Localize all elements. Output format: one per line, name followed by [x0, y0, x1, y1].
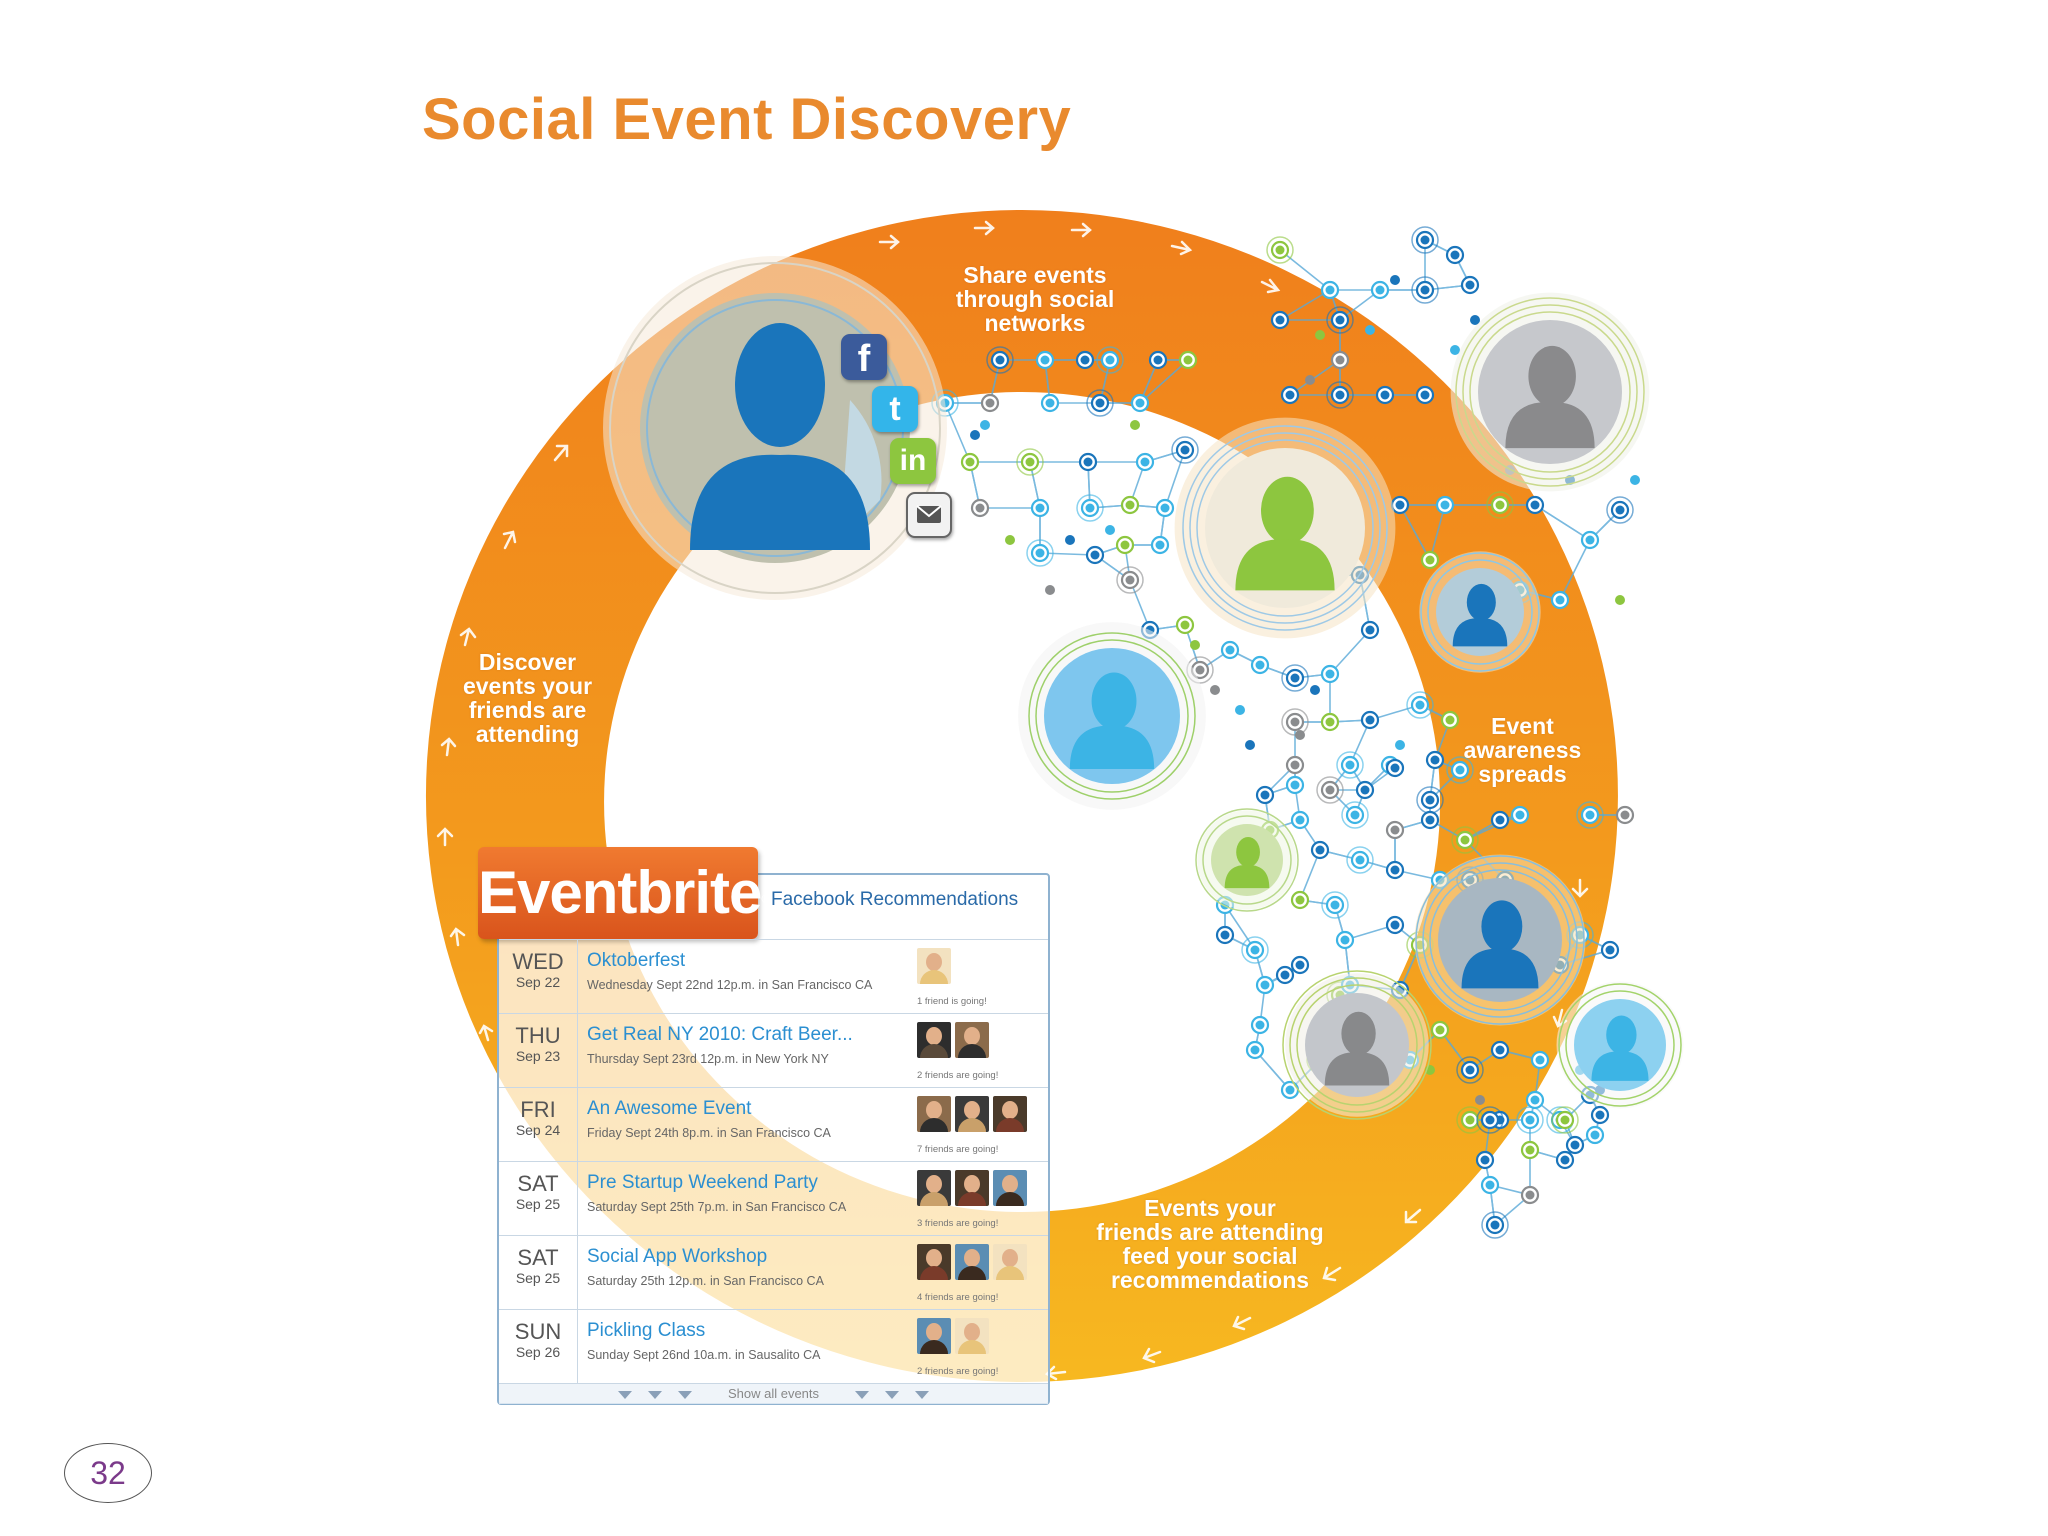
friend-avatar[interactable]: [917, 1170, 951, 1206]
label-event-awareness: Event awareness spreads: [1463, 713, 1582, 787]
ring-arrows: [436, 220, 1589, 1381]
user-avatar-icon: [1018, 622, 1206, 810]
event-date: Sep 23: [515, 1048, 561, 1064]
event-weekday: SUN: [514, 1319, 562, 1344]
network-nodes: [931, 226, 1684, 1239]
friends-going-count: 2 friends are going!: [917, 1070, 999, 1081]
event-weekday: SAT: [517, 1245, 559, 1270]
friends-going-count: 3 friends are going!: [917, 1218, 999, 1229]
event-date: Sep 25: [515, 1270, 561, 1286]
label-feed-recommendations: Events your friends are attending feed y…: [1096, 1195, 1324, 1293]
facebook-icon: f: [841, 334, 887, 380]
event-details: Friday Sept 24th 8p.m. in San Francisco …: [587, 1126, 831, 1140]
friend-avatars: [917, 1022, 993, 1058]
user-avatar-icon: [1556, 981, 1684, 1109]
user-avatar-icon: [1450, 292, 1650, 492]
friend-avatars: [917, 1170, 1031, 1206]
linkedin-icon: in: [890, 438, 936, 484]
friend-avatars: [917, 1318, 993, 1354]
page-number: 32: [64, 1443, 152, 1503]
friends-going-count: 4 friends are going!: [917, 1292, 999, 1303]
friend-avatar[interactable]: [993, 1096, 1027, 1132]
friend-avatar[interactable]: [993, 1170, 1027, 1206]
friends-going-count: 2 friends are going!: [917, 1366, 999, 1377]
email-icon: [906, 492, 952, 538]
event-weekday: SAT: [517, 1171, 559, 1196]
event-details: Wednesday Sept 22nd 12p.m. in San Franci…: [587, 978, 873, 992]
friend-avatar[interactable]: [917, 1096, 951, 1132]
friend-avatar[interactable]: [917, 948, 951, 984]
friend-avatar[interactable]: [955, 1096, 989, 1132]
event-name-link[interactable]: Pre Startup Weekend Party: [587, 1172, 818, 1193]
friend-avatars: [917, 1244, 1031, 1280]
panel-title: Facebook Recommendations: [771, 889, 1019, 910]
friend-avatar[interactable]: [955, 1170, 989, 1206]
user-avatar-icon: [1174, 417, 1396, 639]
user-avatar-icon: [1419, 551, 1541, 673]
label-discover-events: Discover events your friends are attendi…: [462, 649, 593, 747]
friend-avatars: [917, 948, 955, 984]
show-all-events-button[interactable]: Show all events: [499, 1383, 1048, 1404]
event-weekday: THU: [515, 1023, 561, 1048]
event-name-link[interactable]: An Awesome Event: [587, 1098, 752, 1119]
friend-avatar[interactable]: [917, 1244, 951, 1280]
friend-avatar[interactable]: [917, 1318, 951, 1354]
friend-avatar[interactable]: [917, 1022, 951, 1058]
twitter-icon: t: [872, 386, 918, 432]
event-name-link[interactable]: Social App Workshop: [587, 1246, 768, 1267]
friend-avatar[interactable]: [993, 1244, 1027, 1280]
event-details: Thursday Sept 23rd 12p.m. in New York NY: [587, 1052, 829, 1066]
user-avatar-icon: [1195, 808, 1299, 912]
event-date: Sep 25: [515, 1196, 561, 1212]
event-name-link[interactable]: Oktoberfest: [587, 950, 686, 971]
event-details: Saturday 25th 12p.m. in San Francisco CA: [587, 1274, 824, 1288]
event-weekday: FRI: [520, 1097, 556, 1122]
friends-going-count: 1 friend is going!: [917, 996, 987, 1007]
friends-going-count: 7 friends are going!: [917, 1144, 999, 1155]
slide-title: Social Event Discovery: [422, 87, 1072, 152]
friend-avatar[interactable]: [955, 1318, 989, 1354]
event-weekday: WED: [512, 949, 564, 974]
event-details: Sunday Sept 26nd 10a.m. in Sausalito CA: [587, 1348, 821, 1362]
event-details: Saturday Sept 25th 7p.m. in San Francisc…: [587, 1200, 847, 1214]
label-share-events: Share events through social networks: [955, 262, 1115, 336]
user-avatar-icon: [1414, 854, 1586, 1026]
eventbrite-logo: Eventbrite®: [478, 847, 770, 939]
user-avatar-icon: [1282, 970, 1432, 1120]
recommendations-panel: [497, 873, 1050, 1405]
friend-avatar[interactable]: [955, 1244, 989, 1280]
event-name-link[interactable]: Pickling Class: [587, 1320, 706, 1341]
event-name-link[interactable]: Get Real NY 2010: Craft Beer...: [587, 1024, 853, 1045]
friend-avatars: [917, 1096, 1031, 1132]
event-date: Sep 22: [515, 974, 561, 990]
event-date: Sep 26: [515, 1344, 561, 1360]
friend-avatar[interactable]: [955, 1022, 989, 1058]
event-date: Sep 24: [515, 1122, 561, 1138]
